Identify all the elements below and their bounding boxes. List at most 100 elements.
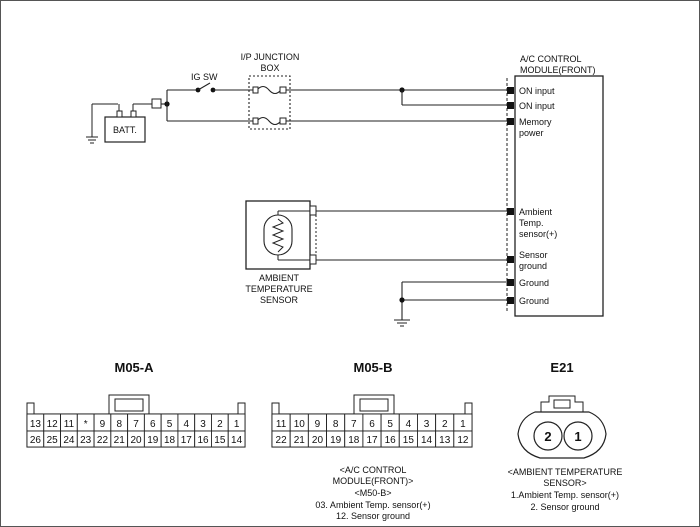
m05b-pin-label: 1 (460, 419, 466, 430)
m05b-pin-label: 6 (369, 419, 375, 430)
m05b-pin-label: 9 (315, 419, 321, 430)
ac-control-module: A/C CONTROL MODULE(FRONT) ON input ON in… (506, 54, 604, 317)
connector-m05b-top-row: 11 10 9 8 7 6 5 4 3 2 1 (271, 413, 473, 432)
pin-label-ground-1: Ground (519, 278, 549, 288)
m05a-pin-label: 9 (100, 419, 106, 430)
m05b-pin-label: 7 (351, 419, 357, 430)
connector-e21: E21 2 1 <AMBIENT TEMPERATURE SENSOR> 1.A… (508, 360, 623, 512)
connector-m05b-title: M05-B (353, 360, 392, 375)
ig-switch: IG SW (191, 72, 256, 93)
m05a-pin-label: 20 (130, 435, 142, 446)
junction-box-label-1: I/P JUNCTION (241, 52, 300, 62)
connector-e21-title: E21 (550, 360, 573, 375)
m05b-pin-label: 19 (330, 435, 342, 446)
m05b-pin-label: 21 (294, 435, 306, 446)
battery: BATT. (104, 103, 152, 143)
m05b-pin-label: 16 (385, 435, 397, 446)
m05b-pin-label: 22 (276, 435, 288, 446)
pin-label-ground-2: Ground (519, 296, 549, 306)
m05a-pin-cell (227, 430, 246, 448)
m05b-caption-line-4: 03. Ambient Temp. sensor(+) (315, 500, 430, 510)
m05a-pin-label: 17 (181, 435, 193, 446)
m05a-pin-label: 23 (80, 435, 92, 446)
m05a-pin-label: 14 (231, 435, 243, 446)
m05a-pin-label: 25 (47, 435, 59, 446)
m05b-pin-label: 3 (424, 419, 430, 430)
pin-label-sensor-ground-2: ground (519, 261, 547, 271)
m05a-pin-label: 13 (30, 419, 42, 430)
m05b-pin-cell (453, 430, 473, 448)
m05a-pin-label: 19 (147, 435, 159, 446)
m05b-pin-label: 15 (403, 435, 415, 446)
m05a-pin-label: 3 (200, 419, 206, 430)
e21-caption-line-4: 2. Sensor ground (530, 502, 599, 512)
pin-label-ambient-1: Ambient (519, 207, 553, 217)
m05a-pin-label: 4 (184, 419, 190, 430)
m05b-pin-label: 12 (457, 435, 469, 446)
e21-caption-line-2: SENSOR> (543, 478, 586, 488)
m05a-pin-label: 7 (133, 419, 139, 430)
m05a-pin-label: 21 (114, 435, 126, 446)
m05a-pin-label: 6 (150, 419, 156, 430)
m05b-caption-line-3: <M50-B> (354, 488, 391, 498)
m05a-pin-label: 1 (234, 419, 240, 430)
m05a-pin-label: 26 (30, 435, 42, 446)
connector-m05a-title: M05-A (114, 360, 154, 375)
battery-label: BATT. (113, 125, 137, 135)
sensor-label-1: AMBIENT (259, 273, 300, 283)
m05a-pin-label: 2 (217, 419, 223, 430)
module-title-2: MODULE(FRONT) (520, 65, 596, 75)
e21-pin-2: 2 (544, 429, 551, 444)
connector-e21-caption: <AMBIENT TEMPERATURE SENSOR> 1.Ambient T… (508, 467, 623, 512)
m05a-pin-label: 18 (164, 435, 176, 446)
e21-caption-line-1: <AMBIENT TEMPERATURE (508, 467, 623, 477)
e21-pin-1: 1 (574, 429, 581, 444)
m05b-pin-label: 2 (442, 419, 448, 430)
battery-ground-symbol (86, 103, 118, 144)
module-ground-wires (394, 281, 507, 327)
m05a-pin-label: 24 (63, 435, 75, 446)
m05b-pin-label: 8 (333, 419, 339, 430)
m05b-caption-line-5: 12. Sensor ground (336, 511, 410, 521)
m05a-pin-label: 12 (47, 419, 59, 430)
pin-label-memory-1: Memory (519, 117, 552, 127)
pin-label-on-input-2: ON input (519, 101, 555, 111)
junction-box-label-2: BOX (260, 63, 279, 73)
m05a-pin-label: 11 (64, 419, 75, 430)
m05a-pin-label: * (84, 419, 88, 430)
pin-label-on-input-1: ON input (519, 86, 555, 96)
pin-label-memory-2: power (519, 128, 544, 138)
schematic: BATT. IG SW I/P JUNCT (86, 52, 604, 327)
m05b-pin-label: 10 (294, 419, 306, 430)
m05b-pin-label: 11 (276, 419, 287, 430)
module-feed-wires (286, 87, 507, 122)
m05b-caption-line-2: MODULE(FRONT)> (333, 476, 414, 486)
pin-label-ambient-2: Temp. (519, 218, 544, 228)
m05b-pin-label: 18 (348, 435, 360, 446)
connector-m05b-caption: <A/C CONTROL MODULE(FRONT)> <M50-B> 03. … (315, 465, 430, 521)
e21-caption-line-3: 1.Ambient Temp. sensor(+) (511, 490, 619, 500)
m05b-pin-label: 4 (406, 419, 412, 430)
m05a-pin-label: 22 (97, 435, 109, 446)
m05b-caption-line-1: <A/C CONTROL (340, 465, 407, 475)
connector-m05a-bottom-row: 26 25 24 23 22 21 20 19 18 17 16 15 14 (26, 430, 246, 448)
ambient-temperature-sensor: AMBIENT TEMPERATURE SENSOR (245, 200, 317, 305)
battery-wires (151, 89, 256, 122)
m05a-pin-label: 5 (167, 419, 173, 430)
m05a-pin-label: 15 (214, 435, 226, 446)
module-title-1: A/C CONTROL (520, 54, 582, 64)
m05a-pin-label: 8 (116, 419, 122, 430)
ig-switch-label: IG SW (191, 72, 218, 82)
sensor-label-2: TEMPERATURE (245, 284, 312, 294)
m05b-pin-label: 5 (387, 419, 393, 430)
sensor-wires (316, 210, 507, 261)
m05b-pin-label: 13 (439, 435, 451, 446)
pin-label-ambient-3: sensor(+) (519, 229, 557, 239)
m05b-pin-label: 20 (312, 435, 324, 446)
m05a-pin-label: 16 (198, 435, 210, 446)
